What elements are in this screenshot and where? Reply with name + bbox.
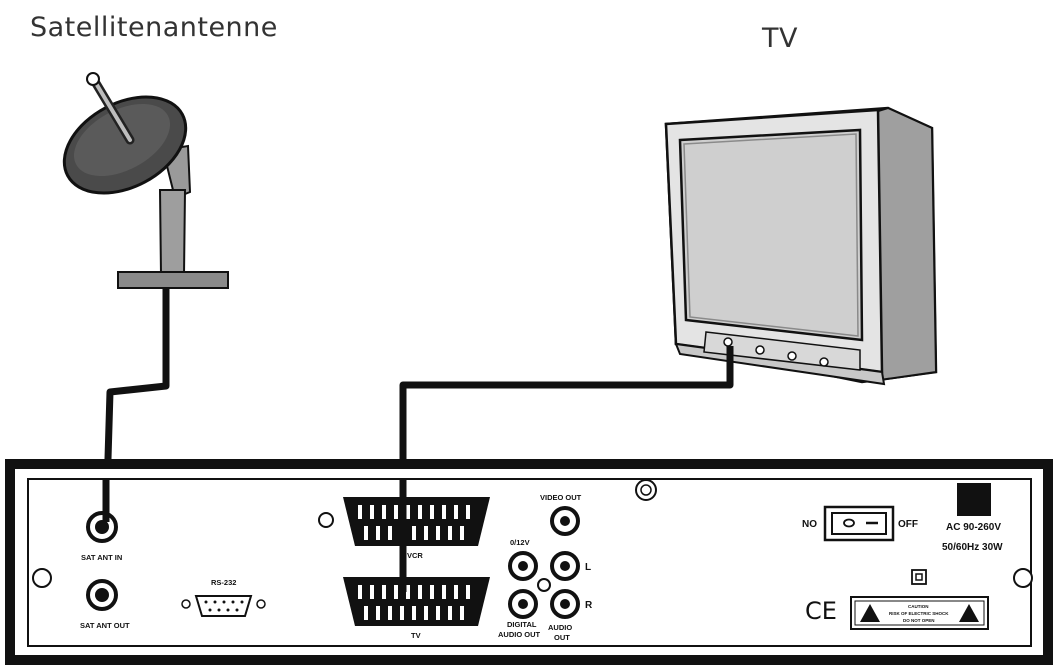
- audio-r-jack: [550, 589, 580, 619]
- satellite-cable: [102, 288, 170, 526]
- power-label-2: 50/60Hz 30W: [942, 542, 1003, 553]
- satellite-dish: [62, 72, 229, 289]
- caution-text-1: CAUTION: [908, 604, 929, 609]
- r-label: R: [585, 600, 593, 611]
- v012-label: 0/12V: [510, 538, 530, 547]
- caution-text-3: DO NOT OPEN: [903, 618, 935, 623]
- power-label-1: AC 90-260V: [946, 522, 1001, 533]
- tv-label: TV: [761, 23, 798, 54]
- rs232-label: RS-232: [211, 578, 236, 587]
- tv-scart-port: [343, 577, 490, 626]
- digital-audio-out-jack: [508, 589, 538, 619]
- switch-off-label: OFF: [898, 519, 918, 530]
- video-out-jack: [550, 506, 580, 536]
- digital-audio-label-1: DIGITAL: [507, 620, 537, 629]
- power-inlet: [957, 483, 991, 516]
- tv-set: [664, 106, 938, 386]
- video-out-label: VIDEO OUT: [540, 493, 582, 502]
- vcr-label: VCR: [407, 551, 423, 560]
- v012-jack: [508, 551, 538, 581]
- audio-out-label-1: AUDIO: [548, 623, 572, 632]
- rs232-port: [181, 595, 266, 617]
- audio-l-jack: [550, 551, 580, 581]
- double-insulation-icon: [911, 569, 927, 585]
- caution-label: CAUTION RISK OF ELECTRIC SHOCK DO NOT OP…: [850, 596, 989, 630]
- l-label: L: [585, 562, 591, 573]
- ce-mark: CE: [805, 597, 837, 625]
- audio-out-label-2: OUT: [554, 633, 570, 642]
- caution-text-2: RISK OF ELECTRIC SHOCK: [889, 611, 949, 616]
- sat-ant-in-label: SAT ANT IN: [81, 553, 122, 562]
- tv-scart-label: TV: [411, 631, 421, 640]
- power-switch: [823, 505, 895, 542]
- digital-audio-label-2: AUDIO OUT: [498, 630, 541, 639]
- switch-on-label: NO: [802, 519, 817, 530]
- sat-ant-out-label: SAT ANT OUT: [80, 621, 130, 630]
- receiver-back-panel: SAT ANT IN SAT ANT OUT RS-232: [5, 459, 1053, 665]
- vcr-scart-port: [343, 497, 490, 546]
- satellite-label: Satellitenantenne: [30, 12, 278, 43]
